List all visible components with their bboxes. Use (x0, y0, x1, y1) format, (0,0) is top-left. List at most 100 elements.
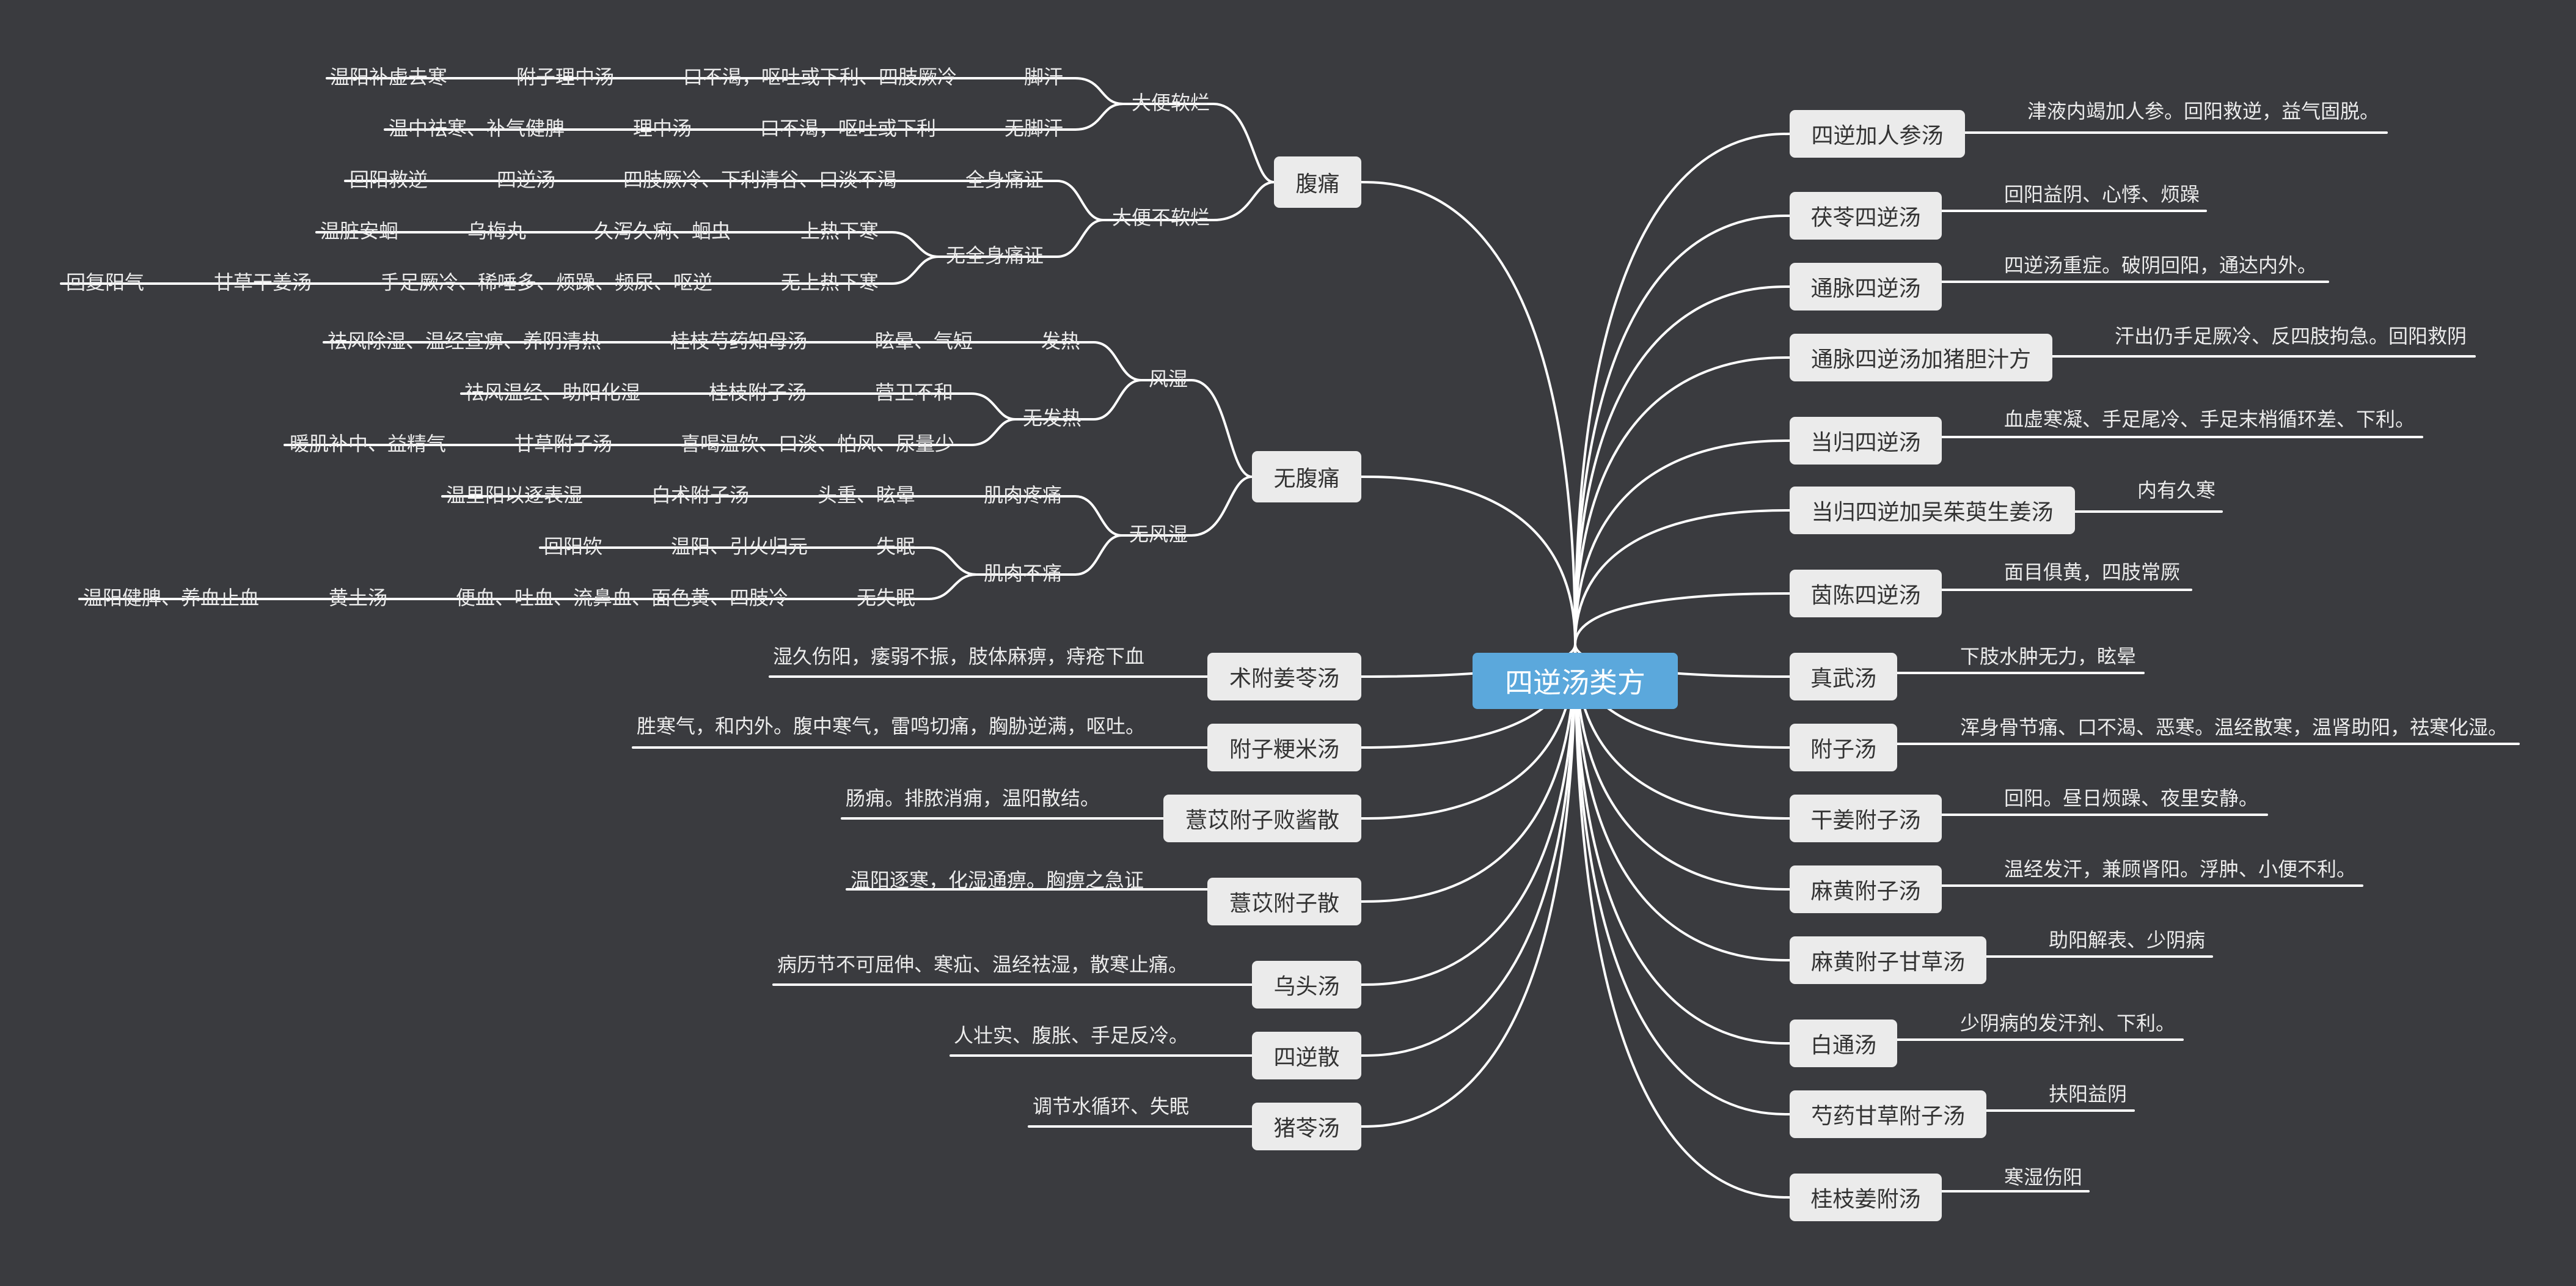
right-formula-box[interactable]: 麻黄附子甘草汤 (1790, 936, 1986, 984)
left-formula-box[interactable]: 四逆散 (1252, 1032, 1361, 1079)
left-formula-note: 湿久伤阳，痿弱不振，肢体麻痹，痔疮下血 (773, 645, 1145, 668)
condition-label: 上热下寒 (800, 219, 879, 243)
right-formula-box[interactable]: 当归四逆汤 (1790, 417, 1942, 465)
symptom-label: 久泻久痢、蛔虫 (594, 219, 731, 243)
formula-label: 附子理中汤 (516, 65, 615, 89)
left-formula-note: 人壮实、腹胀、手足反冷。 (954, 1024, 1189, 1047)
right-formula-note: 四逆汤重症。破阴回阳，通达内外。 (2004, 254, 2318, 277)
root-branch-curve (1574, 643, 1791, 1199)
branch-label: 无发热 (1023, 406, 1082, 430)
effect-label: 温脏安蛔 (320, 219, 399, 243)
symptom-label: 口不渴，呕吐或下利、四肢厥冷 (683, 65, 957, 89)
effect-label: 回复阳气 (66, 271, 145, 294)
right-formula-box[interactable]: 芍药甘草附子汤 (1790, 1090, 1986, 1138)
right-formula-note: 面目俱黄，四肢常厥 (2004, 560, 2181, 584)
left-formula-note: 胜寒气，和内外。腹中寒气，雷鸣切痛，胸胁逆满，呕吐。 (637, 715, 1146, 738)
branch-label: 大便软烂 (1132, 91, 1210, 114)
no-abdominal-pain-box[interactable]: 无腹痛 (1252, 451, 1361, 502)
abdominal-pain-box[interactable]: 腹痛 (1274, 156, 1361, 208)
left-formula-note: 温阳逐寒，化湿通痹。胸痹之急证 (851, 869, 1144, 892)
branch-label: 风湿 (1149, 367, 1188, 391)
branch-label: 肌肉不痛 (984, 562, 1063, 585)
right-formula-box[interactable]: 干姜附子汤 (1790, 795, 1942, 842)
root-branch-curve (1360, 181, 1576, 645)
right-formula-note: 回阳。昼日烦躁、夜里安静。 (2004, 787, 2259, 810)
symptom-label: 温阳、引火归元 (671, 535, 808, 558)
formula-label: 四逆汤 (497, 168, 556, 191)
formula-label: 桂枝芍药知母汤 (670, 329, 808, 353)
formula-label: 甘草干姜汤 (214, 271, 312, 294)
condition-label: 无上热下寒 (781, 271, 879, 294)
condition-label: 无失眠 (857, 586, 916, 609)
root-branch-curve (1574, 215, 1791, 645)
root-branch-curve (1574, 643, 1791, 1115)
root-branch-curve (1574, 133, 1791, 645)
right-formula-box[interactable]: 茵陈四逆汤 (1790, 570, 1942, 617)
left-formula-box[interactable]: 术附姜苓汤 (1207, 653, 1361, 700)
left-formula-box[interactable]: 猪苓汤 (1252, 1103, 1361, 1150)
right-formula-box[interactable]: 通脉四逆汤加猪胆汁方 (1790, 334, 2052, 381)
branch-connector (1140, 379, 1253, 478)
right-formula-box[interactable]: 通脉四逆汤 (1790, 263, 1942, 310)
effect-label: 温阳健脾、养血止血 (83, 586, 260, 609)
right-formula-box[interactable]: 桂枝姜附汤 (1790, 1174, 1942, 1221)
condition-label: 无脚汗 (1004, 117, 1064, 140)
symptom-label: 头重、眩晕 (818, 483, 916, 507)
effect-label: 温里阳以逐表湿 (446, 483, 584, 507)
symptom-label: 口不渴，呕吐或下利 (760, 117, 937, 140)
right-formula-box[interactable]: 白通汤 (1790, 1020, 1897, 1067)
left-formula-box[interactable]: 薏苡附子败酱散 (1163, 795, 1361, 842)
right-formula-note: 寒湿伤阳 (2004, 1166, 2083, 1189)
effect-label: 温中祛寒、补气健脾 (389, 117, 565, 140)
right-formula-box[interactable]: 麻黄附子汤 (1790, 865, 1942, 913)
branch-label: 大便不软烂 (1112, 206, 1210, 229)
condition-label: 发热 (1041, 329, 1081, 353)
formula-label: 甘草附子汤 (514, 432, 613, 455)
condition-label: 全身痛证 (965, 168, 1044, 191)
condition-label: 脚汗 (1024, 65, 1064, 89)
formula-label: 回阳饮 (544, 535, 603, 558)
effect-label: 祛风除湿、温经宣痹、养阴清热 (327, 329, 602, 353)
branch-label: 无风湿 (1129, 523, 1188, 546)
formula-label: 黄土汤 (329, 586, 388, 609)
right-formula-box[interactable]: 真武汤 (1790, 653, 1897, 700)
left-formula-note: 调节水循环、失眠 (1033, 1095, 1190, 1118)
effect-label: 温阳补虚去寒 (330, 65, 448, 89)
symptom-label: 便血、吐血、流鼻血、面色黄、四肢冷 (456, 586, 789, 609)
left-formula-box[interactable]: 薏苡附子散 (1207, 878, 1361, 925)
formula-label: 白术附子汤 (651, 483, 750, 507)
left-formula-note: 肠痈。排脓消痈，温阳散结。 (846, 787, 1100, 810)
formula-label: 乌梅丸 (467, 219, 527, 243)
right-formula-note: 温经发汗，兼顾肾阳。浮肿、小便不利。 (2004, 858, 2357, 881)
root-branch-curve (1574, 356, 1791, 645)
condition-label: 营卫不和 (875, 381, 954, 404)
branch-label: 无全身痛证 (946, 244, 1044, 267)
left-formula-box[interactable]: 乌头汤 (1252, 961, 1361, 1009)
right-formula-note: 扶阳益阴 (2049, 1082, 2128, 1106)
effect-label: 回阳救逆 (349, 168, 428, 191)
right-formula-note: 内有久寒 (2137, 479, 2216, 502)
formula-label: 桂枝附子汤 (709, 381, 807, 404)
right-formula-note: 回阳益阴、心悸、烦躁 (2004, 183, 2200, 206)
effect-label: 暖肌补中、益精气 (290, 432, 447, 455)
right-formula-note: 少阴病的发汗剂、下利。 (1960, 1012, 2176, 1035)
right-formula-box[interactable]: 茯苓四逆汤 (1790, 192, 1942, 240)
formula-label: 理中汤 (633, 117, 692, 140)
left-formula-note: 病历节不可屈伸、寒疝、温经祛湿，散寒止痛。 (777, 953, 1188, 976)
root-branch-curve (1574, 592, 1791, 645)
right-formula-note: 下肢水肿无力，眩晕 (1960, 645, 2137, 668)
left-formula-box[interactable]: 附子粳米汤 (1207, 724, 1361, 771)
right-formula-box[interactable]: 四逆加人参汤 (1790, 110, 1965, 158)
right-formula-note: 助阳解表、少阴病 (2049, 928, 2206, 952)
right-formula-note: 血虚寒凝、手足尾冷、手足末梢循环差、下利。 (2004, 408, 2415, 431)
condition-label: 肌肉疼痛 (984, 483, 1063, 507)
root-topic[interactable]: 四逆汤类方 (1473, 653, 1678, 709)
root-branch-curve (1574, 285, 1791, 645)
root-branch-curve (1360, 643, 1576, 1128)
branch-connector (1122, 103, 1275, 183)
right-formula-note: 浑身骨节痛、口不渴、恶寒。温经散寒，温肾助阳，祛寒化湿。 (1960, 716, 2508, 739)
right-formula-box[interactable]: 附子汤 (1790, 724, 1897, 771)
root-branch-curve (1574, 509, 1791, 645)
right-formula-box[interactable]: 当归四逆加吴茱萸生姜汤 (1790, 487, 2075, 534)
